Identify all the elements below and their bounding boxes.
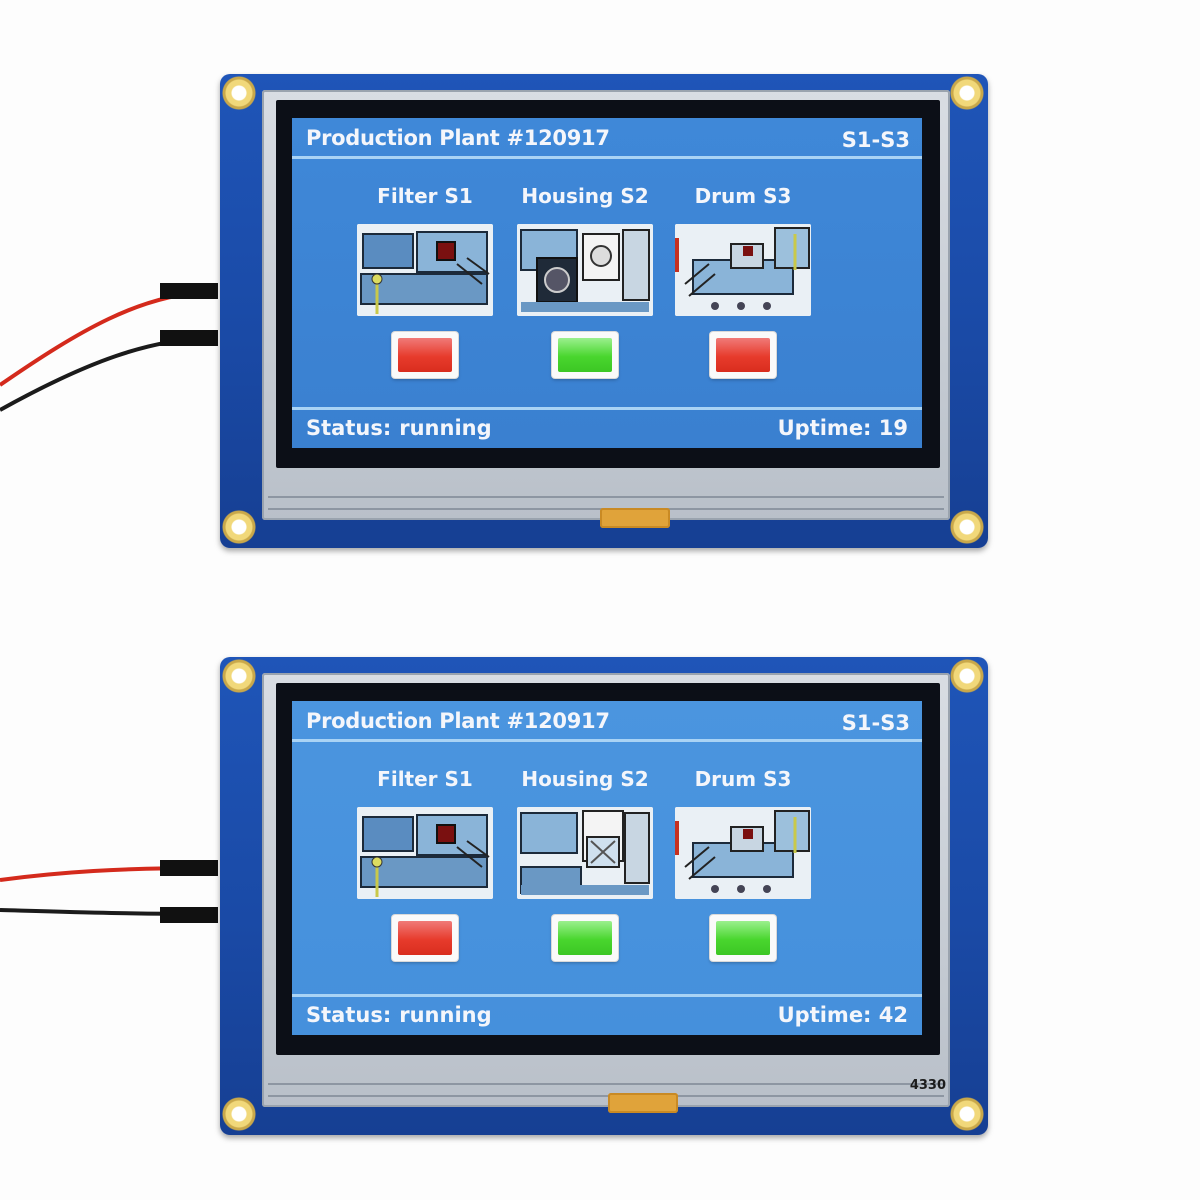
mount-hole	[950, 659, 984, 693]
status-label: Status:	[306, 1003, 392, 1027]
screen-bezel: Production Plant #120917 S1-S3 Filter S1	[276, 683, 940, 1055]
mount-hole	[222, 659, 256, 693]
header-divider	[292, 156, 922, 159]
drum-machine-icon	[675, 224, 811, 316]
touch-panel[interactable]: Production Plant #120917 S1-S3 Filter S1	[262, 673, 950, 1107]
status-indicator-green[interactable]	[552, 332, 618, 378]
station-range: S1-S3	[841, 711, 910, 735]
station-housing-s2: Housing S2	[510, 767, 660, 961]
drum-machine-icon	[675, 807, 811, 899]
footer-divider	[292, 994, 922, 997]
filter-machine-icon	[357, 807, 493, 899]
station-label: Filter S1	[377, 184, 473, 208]
filter-machine-icon	[357, 224, 493, 316]
mount-hole	[222, 1097, 256, 1131]
status-readout: Status: running	[306, 416, 492, 440]
flex-connector	[600, 508, 670, 528]
status-label: Status:	[306, 416, 392, 440]
station-label: Drum S3	[694, 767, 792, 791]
status-indicator-green[interactable]	[552, 915, 618, 961]
display-board-1: Production Plant #120917 S1-S3 Filter S1	[220, 74, 988, 548]
station-filter-s1: Filter S1	[350, 184, 500, 378]
plant-title: Production Plant #120917	[306, 709, 610, 733]
status-value: running	[399, 416, 492, 440]
status-indicator-red[interactable]	[392, 915, 458, 961]
pcb-code: 4330	[909, 1078, 946, 1093]
hmi-screen[interactable]: Production Plant #120917 S1-S3 Filter S1	[292, 118, 922, 448]
uptime-readout: Uptime: 19	[777, 416, 908, 440]
housing-machine-icon	[517, 807, 653, 899]
flex-connector	[608, 1093, 678, 1113]
station-label: Filter S1	[377, 767, 473, 791]
station-label: Housing S2	[521, 184, 649, 208]
mount-hole	[222, 510, 256, 544]
footer-divider	[292, 407, 922, 410]
station-housing-s2: Housing S2	[510, 184, 660, 378]
housing-machine-icon	[517, 224, 653, 316]
station-label: Housing S2	[521, 767, 649, 791]
status-value: running	[399, 1003, 492, 1027]
screen-bezel: Production Plant #120917 S1-S3 Filter S1	[276, 100, 940, 468]
uptime-readout: Uptime: 42	[777, 1003, 908, 1027]
station-label: Drum S3	[694, 184, 792, 208]
mount-hole	[950, 76, 984, 110]
touch-panel[interactable]: Production Plant #120917 S1-S3 Filter S1	[262, 90, 950, 520]
header-divider	[292, 739, 922, 742]
hmi-screen[interactable]: Production Plant #120917 S1-S3 Filter S1	[292, 701, 922, 1035]
station-range: S1-S3	[841, 128, 910, 152]
plant-title: Production Plant #120917	[306, 126, 610, 150]
station-drum-s3: Drum S3	[668, 184, 818, 378]
status-indicator-red[interactable]	[392, 332, 458, 378]
status-indicator-red[interactable]	[710, 332, 776, 378]
mount-hole	[950, 1097, 984, 1131]
status-indicator-green[interactable]	[710, 915, 776, 961]
station-drum-s3: Drum S3	[668, 767, 818, 961]
mount-hole	[222, 76, 256, 110]
display-board-2: Production Plant #120917 S1-S3 Filter S1	[220, 657, 988, 1135]
mount-hole	[950, 510, 984, 544]
station-filter-s1: Filter S1	[350, 767, 500, 961]
status-readout: Status: running	[306, 1003, 492, 1027]
